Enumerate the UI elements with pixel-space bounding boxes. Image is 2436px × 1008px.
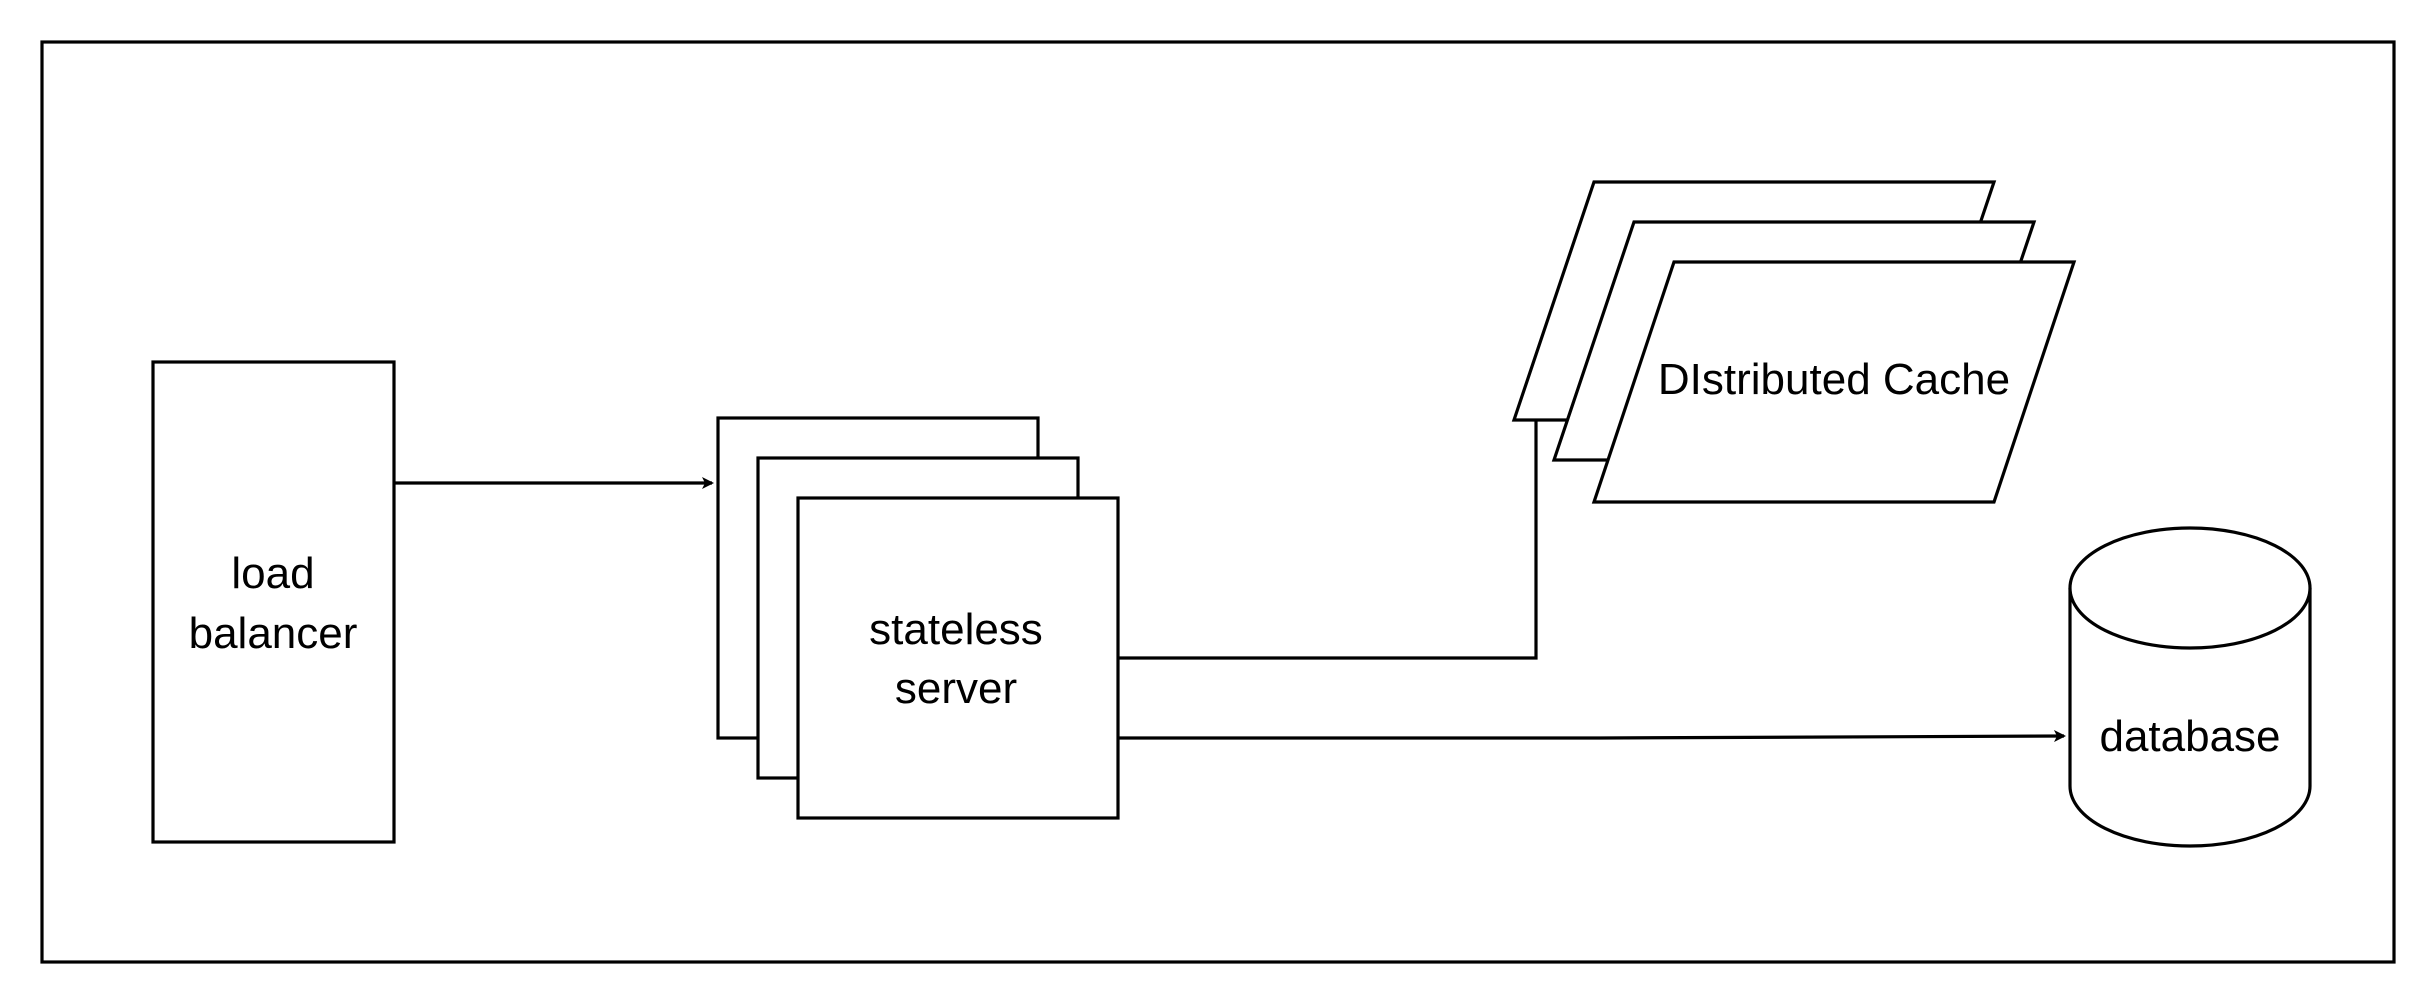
stateless-server-label-line-2: server <box>895 664 1017 713</box>
edge-server-to-database <box>1118 730 2066 743</box>
database-cylinder-top <box>2068 526 2312 650</box>
database-node[interactable]: database <box>2068 526 2312 848</box>
load-balancer-node[interactable]: load balancer <box>151 360 396 844</box>
load-balancer-label-line-2: balancer <box>189 609 358 658</box>
diagram-frame <box>40 40 2396 964</box>
load-balancer-label-line-1: load <box>231 549 314 598</box>
load-balancer-box <box>151 360 396 844</box>
distributed-cache-label: DIstributed Cache <box>1658 355 2010 404</box>
database-label: database <box>2099 712 2280 761</box>
edge-server-to-cache <box>1118 418 1538 660</box>
distributed-cache-node[interactable]: DIstributed Cache <box>1511 180 2077 504</box>
stateless-server-label-line-1: stateless <box>869 605 1043 654</box>
cache-stack-front <box>1591 260 2077 504</box>
database-cylinder-body <box>2068 588 2312 848</box>
stateless-server-node[interactable]: stateless server <box>716 416 1120 820</box>
server-stack-front <box>796 496 1120 820</box>
